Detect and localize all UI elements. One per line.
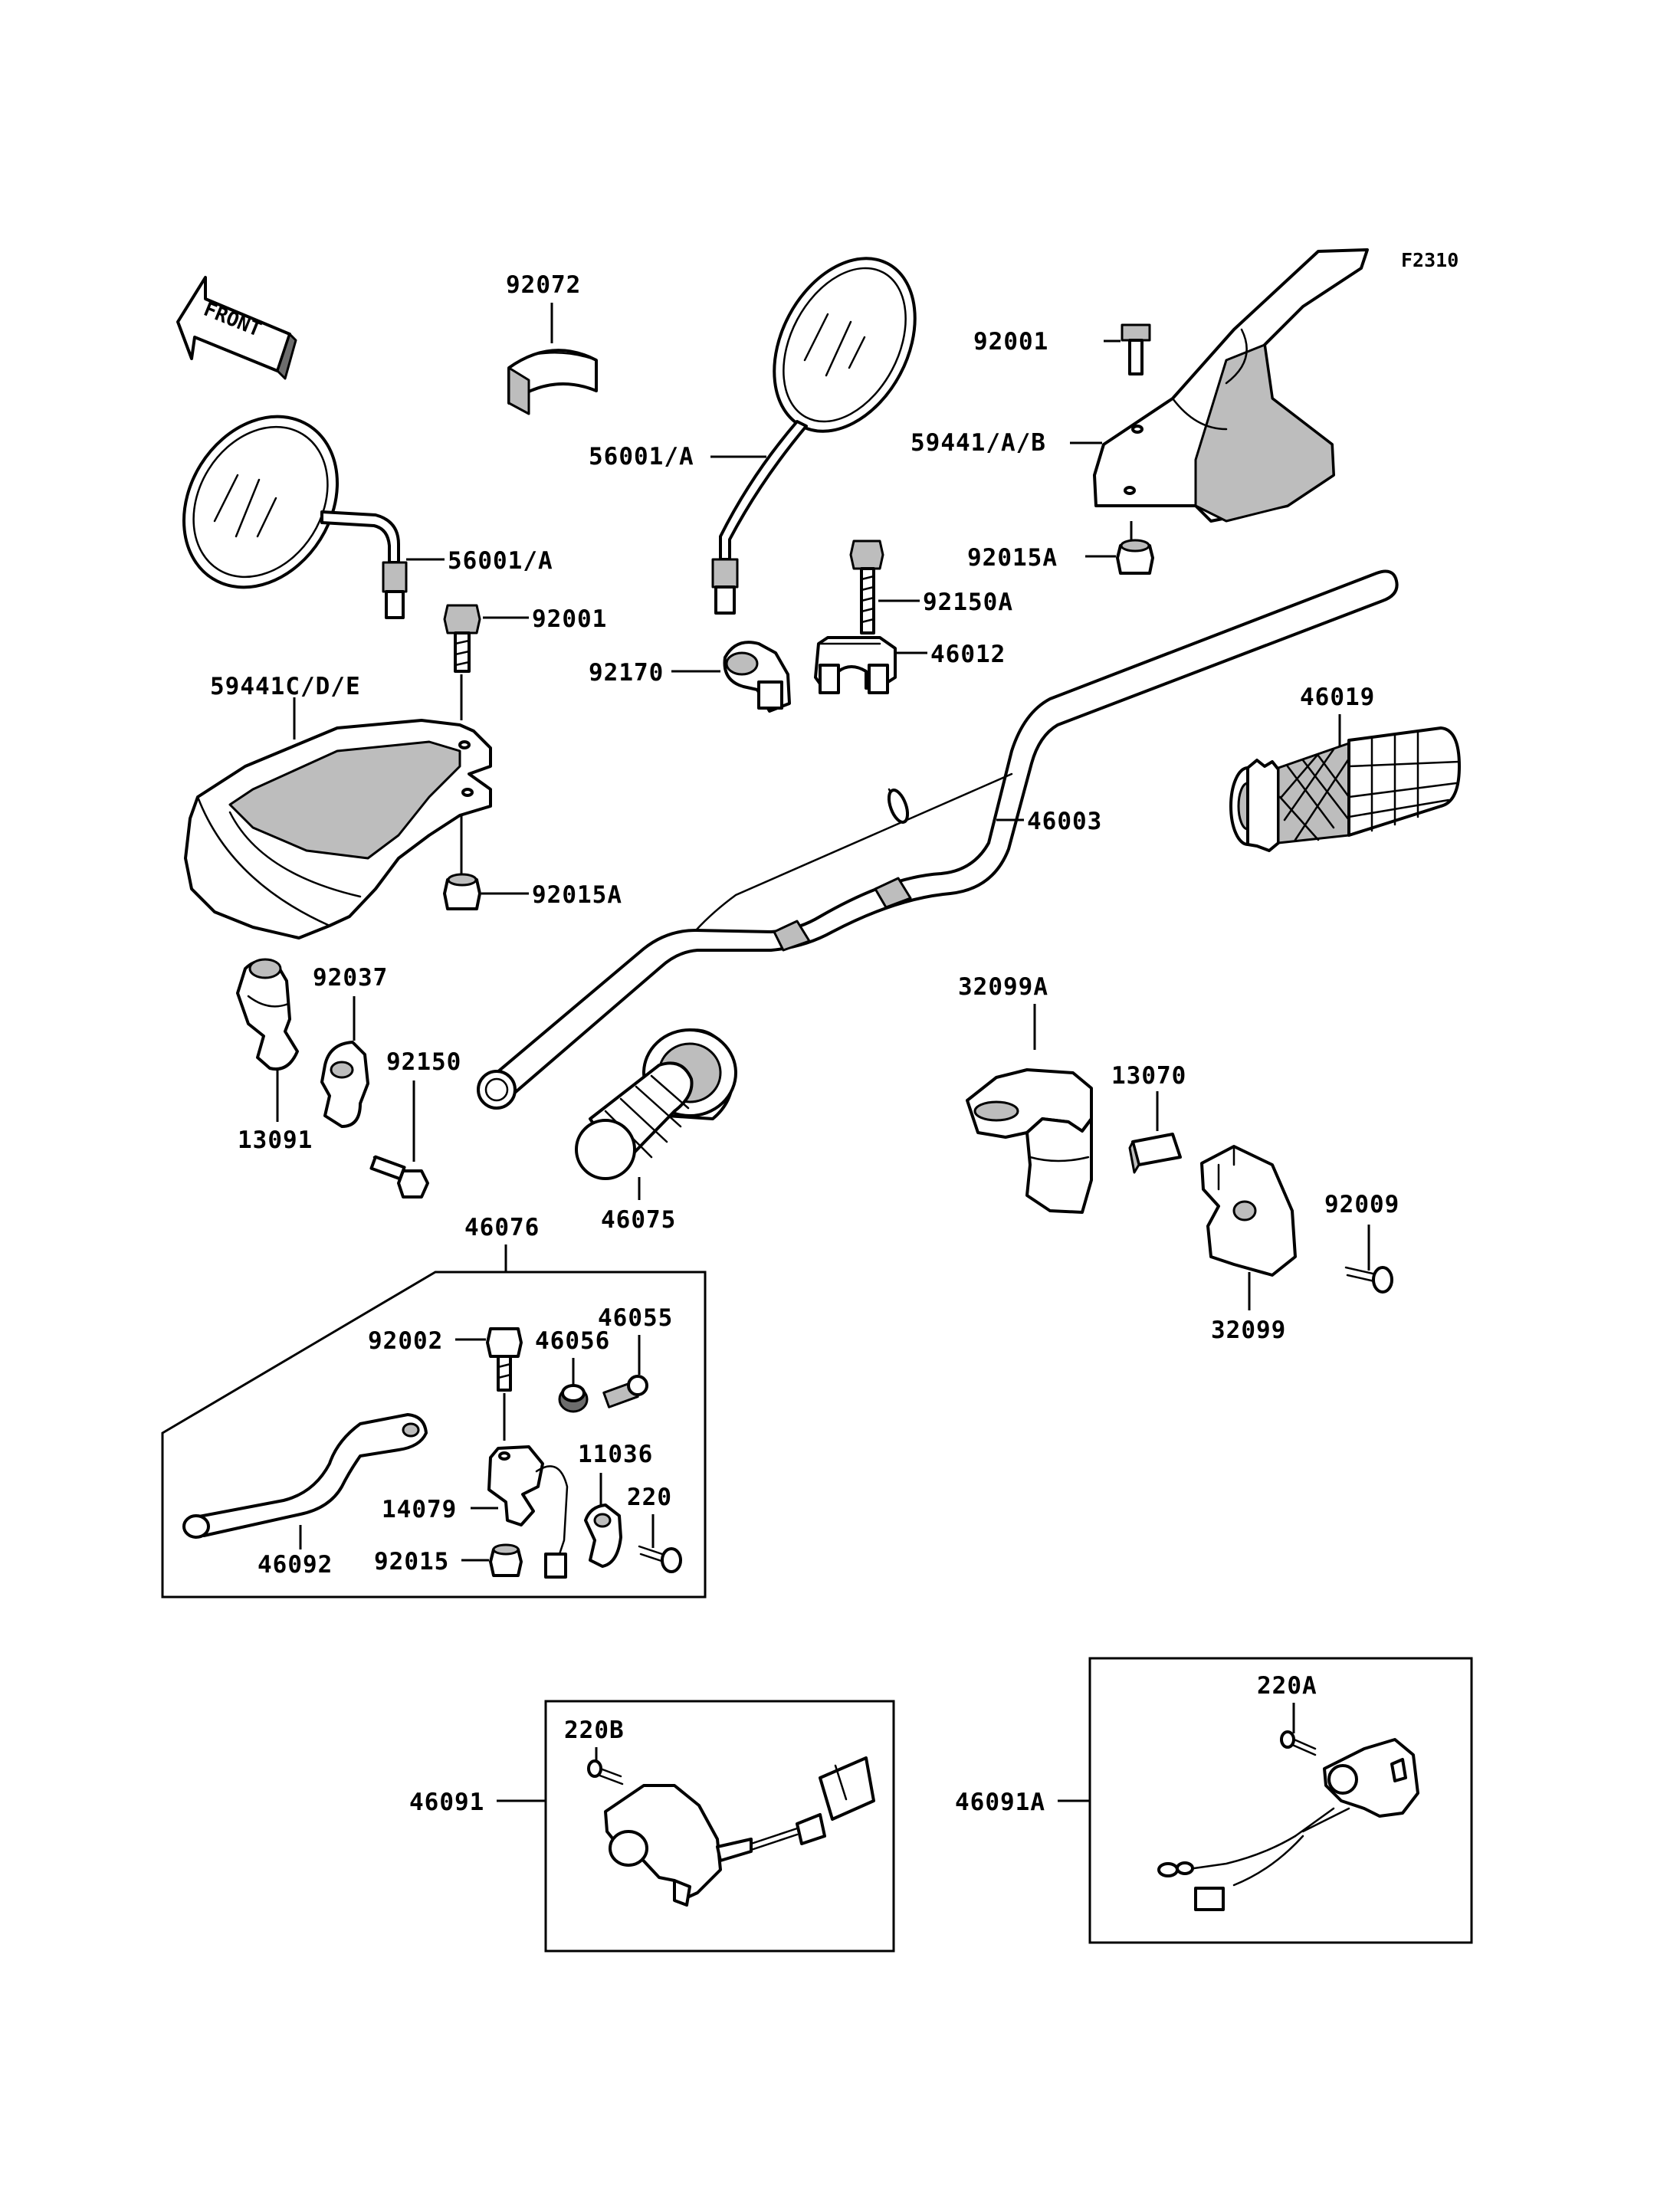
label-14079: 14079 bbox=[382, 1496, 457, 1523]
label-13070: 13070 bbox=[1111, 1062, 1186, 1090]
assembly-box-46076 bbox=[161, 1271, 707, 1599]
screw-220 bbox=[638, 1545, 682, 1573]
clamp-92037 bbox=[320, 1041, 369, 1128]
mirror-right bbox=[711, 257, 917, 615]
label-46091A: 46091A bbox=[955, 1789, 1045, 1816]
nut-92015A-top bbox=[1116, 539, 1154, 575]
label-92170: 92170 bbox=[589, 659, 664, 687]
label-92015: 92015 bbox=[374, 1548, 449, 1576]
label-92150: 92150 bbox=[386, 1048, 461, 1076]
screw-220B bbox=[587, 1759, 624, 1785]
switch-46091A bbox=[1157, 1738, 1419, 1911]
label-59441CDE: 59441C/D/E bbox=[210, 673, 361, 700]
mirror-left bbox=[182, 415, 408, 619]
label-92002: 92002 bbox=[368, 1327, 443, 1355]
label-46091: 46091 bbox=[409, 1789, 484, 1816]
label-46075: 46075 bbox=[601, 1206, 676, 1234]
bolt-92150 bbox=[369, 1155, 429, 1199]
clip-92072 bbox=[507, 349, 598, 415]
screw-220A bbox=[1280, 1730, 1317, 1756]
label-46055: 46055 bbox=[598, 1304, 673, 1332]
grip-46019 bbox=[1229, 726, 1461, 852]
label-32099: 32099 bbox=[1211, 1317, 1286, 1344]
handlebar-46003 bbox=[477, 569, 1399, 1110]
clamp-92170 bbox=[723, 641, 791, 713]
label-32099A: 32099A bbox=[958, 973, 1048, 1001]
holder-46012 bbox=[814, 636, 897, 694]
lever-46092 bbox=[182, 1413, 428, 1539]
part-13070 bbox=[1128, 1133, 1182, 1174]
label-92015A-left: 92015A bbox=[532, 881, 622, 909]
handguard-left bbox=[184, 719, 492, 939]
bolt-92001-top bbox=[1121, 323, 1151, 375]
bracket-13091 bbox=[236, 958, 299, 1071]
assembly-box-46091 bbox=[544, 1700, 895, 1953]
clamp-11036 bbox=[584, 1503, 622, 1568]
bolt-92001-left bbox=[443, 604, 481, 673]
label-46019: 46019 bbox=[1300, 684, 1375, 711]
housing-32099A bbox=[966, 1068, 1093, 1214]
label-46003: 46003 bbox=[1027, 808, 1102, 835]
assembly-box-46091A bbox=[1088, 1657, 1473, 1944]
label-11036: 11036 bbox=[578, 1441, 653, 1468]
label-59441AB: 59441/A/B bbox=[911, 429, 1046, 457]
label-46076: 46076 bbox=[464, 1214, 540, 1241]
screw-92009 bbox=[1344, 1266, 1393, 1294]
housing-32099 bbox=[1200, 1145, 1297, 1277]
label-13091: 13091 bbox=[238, 1126, 313, 1154]
adjuster-46055 bbox=[602, 1375, 648, 1408]
label-92015A-top: 92015A bbox=[967, 544, 1058, 572]
adjuster-46056 bbox=[558, 1384, 589, 1413]
switch-46091 bbox=[604, 1756, 875, 1907]
grip-46075 bbox=[575, 1028, 737, 1180]
label-46012: 46012 bbox=[930, 641, 1006, 668]
label-92150A: 92150A bbox=[923, 589, 1013, 616]
label-46092: 46092 bbox=[258, 1551, 333, 1579]
label-92037: 92037 bbox=[313, 964, 388, 992]
label-92001-top: 92001 bbox=[973, 328, 1048, 356]
label-56001A-left: 56001/A bbox=[448, 547, 553, 575]
label-92072: 92072 bbox=[506, 271, 581, 299]
label-92009: 92009 bbox=[1324, 1191, 1399, 1218]
holder-14079 bbox=[487, 1445, 569, 1579]
bolt-92002 bbox=[486, 1327, 523, 1392]
label-220: 220 bbox=[627, 1484, 672, 1511]
label-56001A-right: 56001/A bbox=[589, 443, 694, 471]
label-220B: 220B bbox=[564, 1717, 625, 1744]
label-220A: 220A bbox=[1257, 1672, 1317, 1700]
handguard-right bbox=[1093, 248, 1369, 523]
bolt-92150A bbox=[849, 539, 884, 635]
label-46056: 46056 bbox=[535, 1327, 610, 1355]
figure-code: F2310 bbox=[1401, 249, 1459, 271]
nut-92015 bbox=[489, 1543, 523, 1577]
front-arrow-icon: FRONT bbox=[176, 276, 297, 380]
label-92001-left: 92001 bbox=[532, 605, 607, 633]
nut-92015A-left bbox=[443, 873, 481, 910]
